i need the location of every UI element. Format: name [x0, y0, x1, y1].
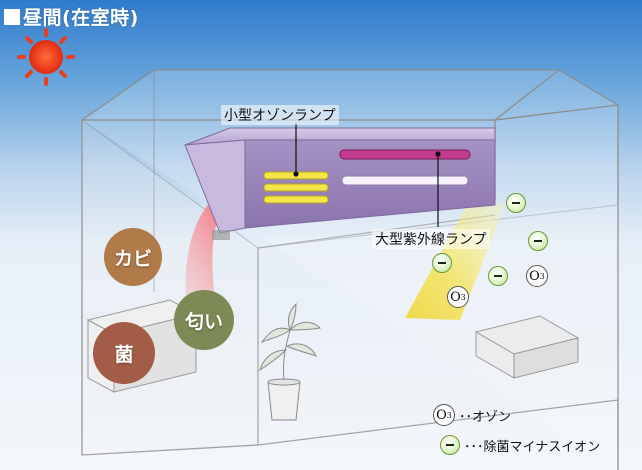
- label-pointers: [293, 123, 441, 227]
- page-title: 昼間(在室時): [4, 3, 139, 30]
- odor-circle: 匂い: [174, 290, 234, 350]
- airflow-arrow: [185, 164, 246, 330]
- minus-ion-icon: [528, 231, 548, 251]
- minus-ion-icon: [440, 435, 460, 455]
- ceiling-device: [184, 127, 496, 240]
- minus-ion-icon: [432, 253, 452, 273]
- legend-ozone-text: ･･オゾン: [459, 409, 512, 425]
- legend-ion-text: ･･･除菌マイナスイオン: [464, 439, 601, 455]
- minus-ion-icon: [488, 266, 508, 286]
- furniture-sofa: [474, 315, 580, 379]
- sun-icon: [17, 28, 75, 86]
- square-bullet-icon: [4, 9, 20, 25]
- minus-ion-icon: [506, 193, 526, 213]
- small-ozone-lamp-label: 小型オゾンランプ: [221, 105, 339, 125]
- legend-ion: ･･･除菌マイナスイオン: [440, 435, 600, 455]
- bacteria-circle: 菌: [93, 322, 155, 384]
- mold-circle: カビ: [104, 228, 162, 286]
- potted-plant: [259, 302, 322, 421]
- large-uv-lamp-label: 大型紫外線ランプ: [372, 229, 490, 249]
